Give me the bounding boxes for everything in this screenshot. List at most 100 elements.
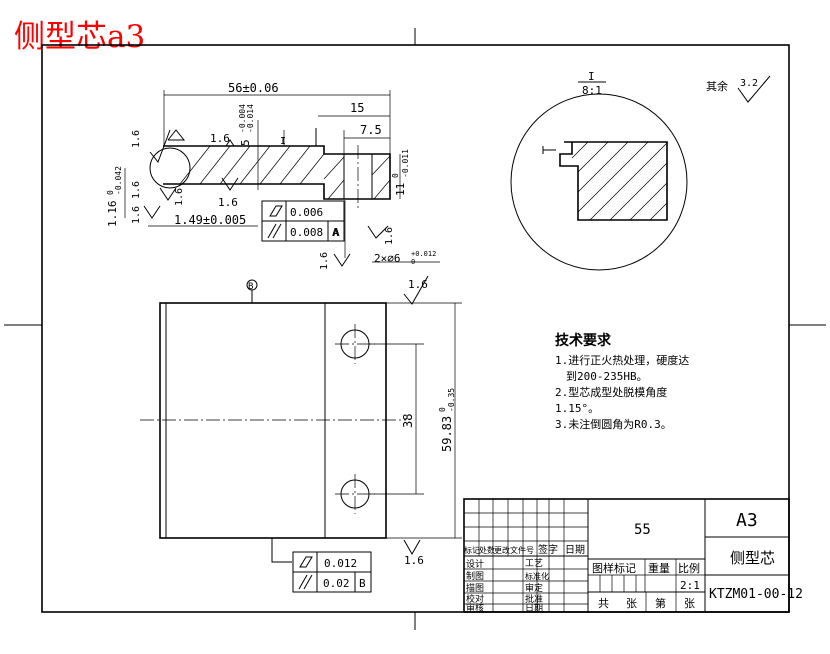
roughness-5: 1.6 bbox=[174, 188, 185, 206]
dim-5-tol-dn: -0.014 bbox=[246, 104, 255, 133]
detail-outline bbox=[559, 141, 668, 221]
roughness-1: 1.6 bbox=[131, 130, 142, 148]
dim-59-83-tol-up: 0 bbox=[438, 407, 447, 412]
col-header-3: 签字 bbox=[538, 543, 558, 556]
roughness-2: 1.6 bbox=[210, 132, 230, 145]
tol-frame-4-datum: B bbox=[359, 577, 366, 590]
surface-note-value: 3.2 bbox=[740, 78, 758, 89]
header-cell-2: 比例 bbox=[678, 561, 700, 575]
parallelism-icon-2b bbox=[303, 574, 313, 590]
roughness-3: 1.6 bbox=[218, 196, 238, 209]
parallelism-icon-1a bbox=[267, 223, 277, 239]
detail-view-circle bbox=[510, 93, 688, 271]
row-label-1: 制图 bbox=[466, 570, 484, 582]
sheet-label-3: 张 bbox=[684, 597, 695, 610]
row-label-3: 校对 bbox=[466, 593, 484, 605]
dim-1-16-text: 1.16 bbox=[106, 201, 119, 228]
dim-59-83-text: 59.83 bbox=[440, 416, 454, 452]
title-number: 55 bbox=[634, 522, 651, 538]
roughness-6: 1.6 bbox=[131, 206, 142, 224]
sheet-label-2: 第 bbox=[655, 596, 666, 610]
dim-1-16-tol-dn: -0.042 bbox=[114, 166, 123, 195]
sheet-label-0: 共 bbox=[598, 597, 609, 610]
section-outline bbox=[163, 145, 391, 200]
col-header-2: 更改文件号 bbox=[494, 545, 534, 555]
dim-11-tol-up: 0 bbox=[391, 173, 400, 178]
col-header-0: 标记 bbox=[464, 545, 480, 555]
detail-hatch bbox=[571, 141, 669, 221]
tech-item-1: 1.进行正火热处理，硬度达 bbox=[555, 353, 689, 367]
datum-a-label: A bbox=[333, 226, 340, 239]
detail-circle bbox=[149, 147, 191, 189]
section-view: 56±0.06 15 7.5 5 -0.004 -0.014 I 11 0 -0… bbox=[106, 81, 440, 270]
tech-requirements: 技术要求 1.进行正火热处理，硬度达 到200-235HB。 2.型芯成型处脱模… bbox=[555, 332, 689, 431]
row-label-0: 设计 bbox=[466, 558, 484, 570]
drawing-frame bbox=[41, 44, 790, 613]
detail-label: I bbox=[588, 70, 595, 83]
right-label-3: 批准 bbox=[525, 593, 543, 605]
sheet-size: A3 bbox=[736, 510, 758, 531]
dim-5-tol-up: -0.004 bbox=[238, 104, 247, 133]
dim-59-83-tol-dn: -0.35 bbox=[447, 388, 456, 412]
tol-frame-2-value: 0.008 bbox=[290, 226, 323, 239]
hole-dim-tol: +0.012 bbox=[411, 250, 436, 258]
surface-note-label: 其余 bbox=[706, 79, 728, 93]
top-view: 38 59.83 0 -0.35 B 1.6 1.6 bbox=[140, 275, 462, 567]
roughness-bottom-value: 1.6 bbox=[404, 554, 424, 567]
flatness-icon bbox=[269, 205, 283, 217]
drawing-number: KTZM01-00-12 bbox=[709, 587, 803, 602]
tol-frame-2-datum: A bbox=[332, 226, 339, 239]
detail-view: I 8:1 bbox=[510, 70, 688, 271]
tech-item-3: 2.型芯成型处脱模角度 bbox=[555, 385, 667, 399]
surface-note-roughness-icon bbox=[737, 75, 771, 103]
row-label-4: 审核 bbox=[466, 602, 484, 614]
title-block-text: 标记 处数 更改文件号 签字 日期 设计 制图 描图 校对 审核 工艺 标准化 … bbox=[464, 510, 803, 614]
sheet-label-1: 张 bbox=[626, 597, 637, 610]
tech-item-5: 3.未注倒圆角为R0.3。 bbox=[555, 417, 672, 431]
roughness-8: 1.6 bbox=[319, 252, 330, 270]
header-cell-1: 重量 bbox=[648, 561, 670, 575]
tolerance-frame-top: 0.012 0.02 B bbox=[292, 551, 372, 593]
parallelism-icon-1b bbox=[272, 223, 282, 239]
detail-marker: I bbox=[280, 136, 286, 147]
section-hatch bbox=[179, 145, 391, 200]
col-header-4: 日期 bbox=[565, 544, 585, 556]
parallelism-icon-2a bbox=[298, 574, 308, 590]
page-title: 侧型芯a3 bbox=[14, 19, 146, 55]
roughness-7: 1.6 bbox=[384, 227, 395, 245]
right-label-2: 审定 bbox=[525, 582, 543, 594]
title-scale: 2:1 bbox=[680, 579, 700, 592]
hole-dim-tol-zero: 0 bbox=[411, 258, 415, 266]
datum-b-label: B bbox=[248, 282, 253, 292]
tol-frame-leader bbox=[271, 538, 292, 563]
header-cell-0: 图样标记 bbox=[592, 561, 636, 575]
flatness-icon-2 bbox=[299, 556, 313, 568]
row-label-2: 描图 bbox=[466, 582, 484, 594]
right-label-1: 标准化 bbox=[525, 571, 549, 581]
roughness-top-value: 1.6 bbox=[408, 278, 428, 291]
roughness-symbols bbox=[143, 129, 389, 267]
tol-frame-1-value: 0.006 bbox=[290, 206, 323, 219]
dim-38-text: 38 bbox=[401, 414, 415, 428]
top-view-outline bbox=[159, 302, 387, 539]
hole-dim-text: 2×∅6 bbox=[374, 252, 401, 265]
dim-11-text: 11 bbox=[394, 183, 407, 196]
dim-15-text: 15 bbox=[350, 101, 364, 115]
dim-11-tol-dn: -0.011 bbox=[401, 149, 410, 178]
roughness-4: 1.6 bbox=[131, 181, 142, 199]
dim-1-49-text: 1.49±0.005 bbox=[174, 213, 246, 227]
roughness-top-icon bbox=[403, 275, 429, 305]
dim-5-text: 5 bbox=[239, 139, 252, 146]
tech-item-4: 1.15°。 bbox=[555, 402, 599, 415]
roughness-bottom-icon bbox=[403, 539, 421, 556]
part-name: 侧型芯 bbox=[730, 549, 775, 567]
tech-heading: 技术要求 bbox=[555, 332, 612, 349]
dim-56-text: 56±0.06 bbox=[228, 81, 279, 95]
tech-item-2: 到200-235HB。 bbox=[566, 370, 648, 383]
col-header-1: 处数 bbox=[479, 545, 495, 555]
tol-frame-3-value: 0.012 bbox=[324, 557, 357, 570]
right-label-0: 工艺 bbox=[525, 558, 543, 569]
tolerance-frame-section: 0.006 0.008 A bbox=[261, 200, 345, 242]
title-block bbox=[463, 498, 790, 613]
